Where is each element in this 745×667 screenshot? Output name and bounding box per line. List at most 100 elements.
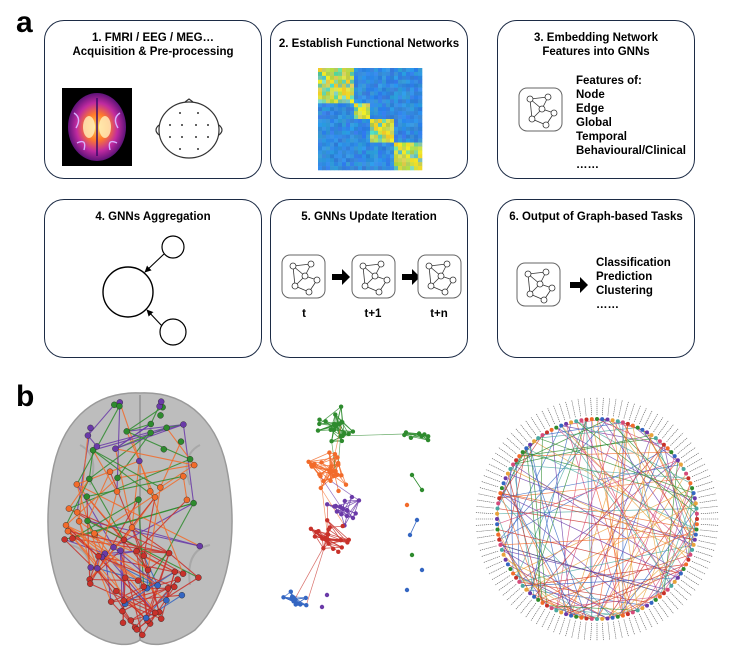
connectogram-edge	[538, 427, 638, 439]
heatmap-cell	[334, 119, 339, 124]
heatmap-cell	[318, 119, 323, 124]
heatmap-cell	[362, 79, 367, 84]
heatmap-cell	[354, 158, 359, 163]
network-node	[319, 604, 325, 610]
network-node	[315, 428, 321, 433]
heatmap-cell	[326, 138, 331, 143]
heatmap-cell	[386, 138, 391, 143]
heatmap-cell	[354, 162, 359, 167]
network-edge	[126, 406, 163, 432]
connectogram-edge	[646, 432, 697, 535]
heatmap-cell	[334, 162, 339, 167]
heatmap-cell	[338, 68, 343, 73]
network-edge	[67, 530, 117, 592]
heatmap-cell	[334, 71, 339, 77]
region-label-mark	[693, 556, 712, 563]
heatmap-cell	[390, 103, 395, 108]
heatmap-cell	[346, 111, 351, 116]
heatmap-cell	[414, 75, 419, 81]
network-edge	[87, 520, 199, 579]
heatmap-cell	[370, 111, 375, 116]
heatmap-cell	[362, 162, 367, 167]
network-edge	[308, 457, 338, 463]
network-edge	[321, 453, 336, 463]
heatmap-cell	[402, 91, 407, 96]
heatmap-cell	[338, 154, 343, 159]
network-node	[291, 597, 296, 602]
network-edge	[115, 423, 152, 450]
heatmap-cell	[358, 103, 363, 108]
connectogram-edge	[526, 503, 696, 591]
heatmap-cell	[350, 122, 355, 128]
network-node	[151, 494, 159, 501]
heatmap-cell	[398, 103, 403, 108]
heatmap-cell	[406, 162, 411, 167]
network-node	[144, 566, 152, 574]
connectogram-edge	[498, 497, 613, 619]
heatmap-cell	[370, 103, 375, 108]
heatmap-cell	[390, 130, 395, 135]
heatmap-cell	[394, 126, 399, 132]
heatmap-cell	[382, 107, 387, 112]
heatmap-cell	[318, 103, 323, 108]
network-node	[119, 619, 127, 627]
heatmap-cell	[406, 75, 411, 81]
heatmap-cell	[382, 138, 387, 143]
network-node	[133, 547, 140, 555]
network-node	[339, 512, 344, 517]
region-label-mark	[553, 404, 560, 423]
heatmap-cell	[330, 138, 335, 143]
region-label-mark	[634, 404, 641, 423]
heatmap-cell	[374, 71, 379, 77]
region-label-mark	[475, 524, 494, 526]
connectogram-edge	[632, 425, 682, 465]
network-node	[325, 532, 331, 537]
network-node	[142, 614, 150, 622]
region-label-mark	[686, 457, 703, 468]
heatmap-cell	[346, 142, 351, 147]
heatmap-cell	[342, 75, 347, 81]
heatmap-cell	[386, 122, 391, 128]
heatmap-cell	[370, 126, 375, 132]
region-label-mark	[577, 398, 581, 417]
connectogram-edge	[581, 420, 661, 597]
connectogram-node	[694, 527, 699, 532]
connectogram-node	[657, 594, 662, 599]
heatmap-cell	[406, 91, 411, 96]
heatmap-cell	[398, 158, 403, 163]
connectogram-edge	[651, 518, 698, 604]
region-label-mark	[653, 606, 664, 622]
heatmap-cell	[406, 119, 411, 124]
connectogram-edge	[565, 444, 665, 615]
network-node	[350, 429, 356, 434]
heatmap-cell	[410, 154, 415, 159]
heatmap-cell	[398, 150, 403, 155]
heatmap-cell	[406, 166, 411, 171]
network-node	[75, 518, 83, 525]
heatmap-cell	[318, 122, 323, 128]
heatmap-cell	[334, 146, 339, 151]
heatmap-cell	[322, 162, 327, 167]
connectogram-edge	[500, 492, 638, 611]
heatmap-cell	[394, 154, 399, 159]
connectogram-edge	[663, 460, 679, 594]
connectogram-node	[692, 537, 697, 542]
heatmap-cell	[326, 111, 331, 116]
connectogram-node	[615, 419, 620, 424]
heatmap-cell	[358, 130, 363, 135]
heatmap-cell	[322, 115, 327, 120]
heatmap-cell	[394, 146, 399, 151]
heatmap-cell	[350, 115, 355, 120]
network-edge	[68, 478, 90, 509]
heatmap-cell	[326, 75, 331, 81]
heatmap-cell	[330, 83, 335, 88]
heatmap-cell	[402, 122, 407, 128]
heatmap-cell	[362, 87, 367, 92]
heatmap-cell	[342, 142, 347, 147]
heatmap-cell	[378, 130, 383, 135]
heatmap-cell	[410, 107, 415, 112]
heatmap-cell	[402, 83, 407, 88]
network-edge	[119, 550, 143, 636]
heatmap-cell	[374, 79, 379, 84]
connectogram-edge	[500, 492, 543, 604]
